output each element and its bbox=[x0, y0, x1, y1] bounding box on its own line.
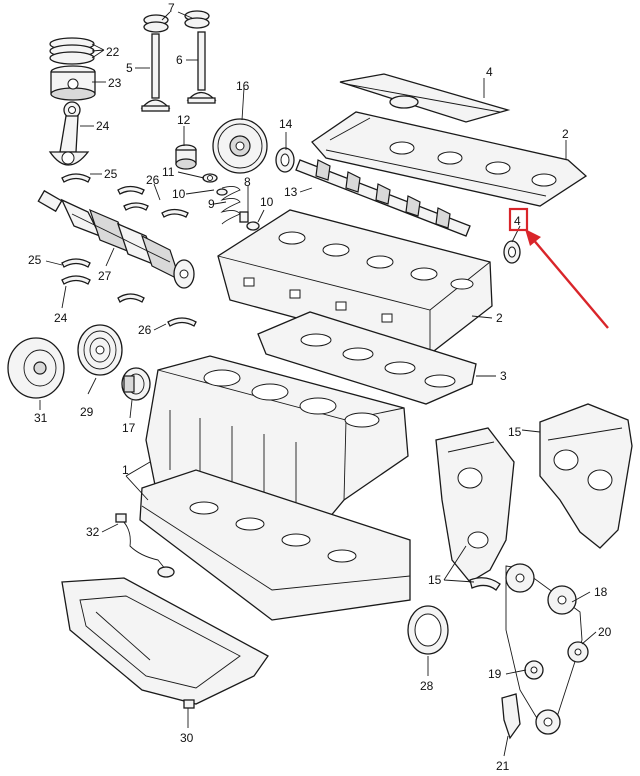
callout-26-upper: 26 bbox=[146, 173, 160, 187]
callout-2-cap: 2 bbox=[562, 127, 569, 141]
callout-5: 5 bbox=[126, 61, 133, 75]
crankshaft-part-27 bbox=[37, 189, 195, 289]
callout-1: 1 bbox=[122, 463, 129, 477]
piston-rings-part-22 bbox=[49, 37, 95, 65]
callout-23: 23 bbox=[108, 76, 122, 90]
callout-24-lower: 24 bbox=[54, 311, 68, 325]
callout-27: 27 bbox=[98, 269, 112, 283]
highlight-box bbox=[508, 207, 529, 232]
callout-15-rear: 15 bbox=[428, 573, 442, 587]
piston-part-23 bbox=[50, 65, 96, 101]
valve-part-5 bbox=[140, 33, 171, 112]
red-arrow-head bbox=[525, 229, 541, 246]
bearing-shells-part-26a bbox=[117, 185, 189, 218]
callout-15-front: 15 bbox=[508, 425, 522, 439]
callout-16: 16 bbox=[236, 79, 250, 93]
callout-10-lower: 10 bbox=[260, 195, 274, 209]
leader-lines bbox=[39, 11, 597, 757]
timing-cover-rear-part-15 bbox=[435, 427, 515, 583]
tappet-part-12 bbox=[175, 144, 197, 170]
idler-part-17 bbox=[121, 367, 151, 401]
oil-pan-part-30 bbox=[61, 577, 269, 709]
lower-crankcase bbox=[139, 469, 411, 621]
callout-22: 22 bbox=[106, 45, 120, 59]
callout-19: 19 bbox=[488, 667, 502, 681]
camshaft-seal-part-4-highlighted bbox=[503, 240, 521, 264]
crank-seal-part-28 bbox=[407, 605, 449, 655]
red-arrow-line bbox=[531, 237, 609, 329]
bearing-shell-part-25a bbox=[61, 173, 91, 183]
callout-30: 30 bbox=[180, 731, 194, 745]
oil-pickup-part-32 bbox=[115, 513, 175, 578]
callout-3: 3 bbox=[500, 369, 507, 383]
callout-11: 11 bbox=[162, 165, 175, 179]
callout-28: 28 bbox=[420, 679, 434, 693]
crank-sprocket bbox=[535, 709, 561, 735]
spring-seat-part-10 bbox=[216, 188, 260, 231]
camshaft-seal-part-14 bbox=[275, 147, 295, 173]
timing-cover-front-part-15 bbox=[539, 403, 633, 549]
callout-13: 13 bbox=[284, 185, 298, 199]
callout-32: 32 bbox=[86, 525, 100, 539]
head-gasket-part-3 bbox=[257, 311, 477, 405]
callout-31: 31 bbox=[34, 411, 48, 425]
valve-seal-part-8 bbox=[239, 211, 249, 223]
oil-pump-part-31 bbox=[7, 337, 65, 399]
bearing-shells-part-26b bbox=[117, 293, 197, 327]
bearing-shell-part-25b bbox=[61, 258, 91, 285]
cylinder-head-part-2 bbox=[217, 209, 493, 355]
tensioner-bracket-part-21 bbox=[501, 693, 521, 740]
spring-retainer-part-11 bbox=[202, 173, 218, 183]
callout-18: 18 bbox=[594, 585, 608, 599]
camshaft-gear-part-16 bbox=[212, 118, 268, 174]
callout-10-upper: 10 bbox=[172, 187, 186, 201]
timing-cover-small-part-15 bbox=[469, 577, 501, 591]
connecting-rod-part-24 bbox=[48, 101, 90, 166]
bearing-cap-housing-part-2 bbox=[311, 111, 588, 207]
highlight-annotation bbox=[508, 207, 609, 329]
idler-pulley-part-19 bbox=[524, 660, 544, 680]
callout-26-lower: 26 bbox=[138, 323, 152, 337]
valve-keepers-part-7 bbox=[143, 10, 210, 33]
camshaft-part-13 bbox=[295, 159, 471, 237]
callout-8: 8 bbox=[244, 175, 251, 189]
valve-part-6 bbox=[186, 31, 217, 104]
callout-labels: 7 22 23 5 6 4 16 24 12 14 2 11 25 26 13 … bbox=[28, 1, 612, 773]
callout-29: 29 bbox=[80, 405, 94, 419]
callout-4-cover: 4 bbox=[486, 65, 493, 79]
callout-17: 17 bbox=[122, 421, 136, 435]
callout-20: 20 bbox=[598, 625, 612, 639]
highlighted-callout-4: 4 bbox=[514, 214, 521, 228]
callout-9: 9 bbox=[208, 197, 215, 211]
tensioner-part-20 bbox=[567, 641, 589, 663]
callout-25-upper: 25 bbox=[104, 167, 118, 181]
callout-14: 14 bbox=[279, 117, 293, 131]
callout-25-lower: 25 bbox=[28, 253, 42, 267]
valve-cover-part-4 bbox=[339, 73, 511, 123]
cam-pulleys bbox=[505, 563, 577, 615]
callout-24-rod: 24 bbox=[96, 119, 110, 133]
callout-21: 21 bbox=[496, 759, 510, 773]
callout-12: 12 bbox=[177, 113, 191, 127]
callout-2-head: 2 bbox=[496, 311, 503, 325]
crank-pulley-part-29 bbox=[77, 324, 123, 376]
callout-6: 6 bbox=[176, 53, 183, 67]
callout-7: 7 bbox=[168, 1, 175, 15]
